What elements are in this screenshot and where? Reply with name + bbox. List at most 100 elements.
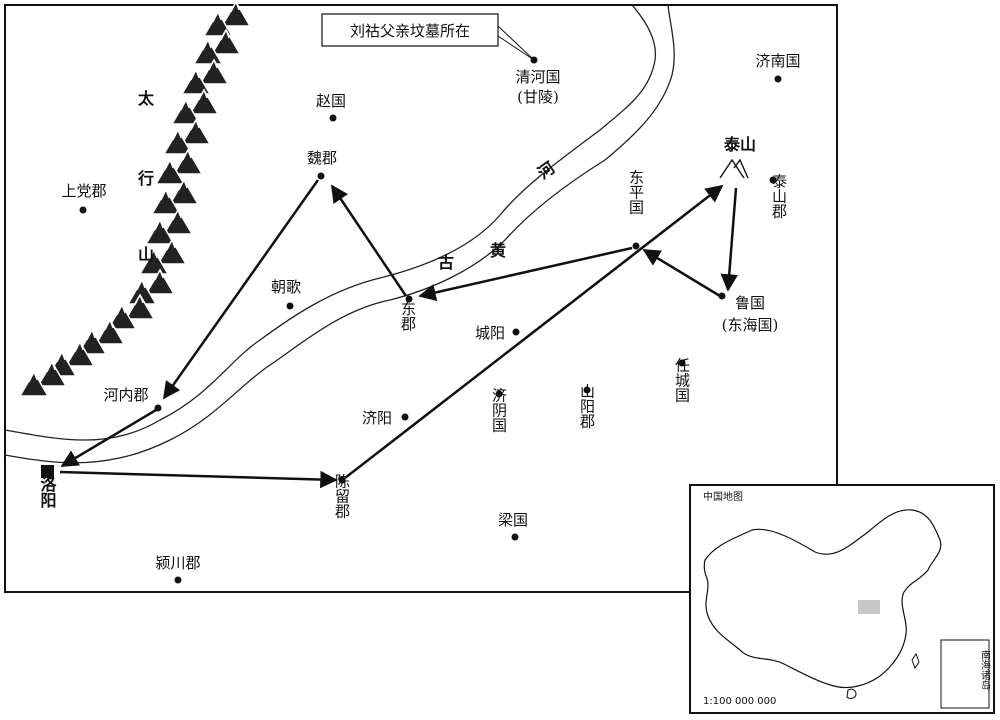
dot-wei [317, 172, 325, 180]
label-taihang-3: 山 [138, 245, 154, 264]
mountain-snow-line [160, 188, 170, 201]
dot-dongping [632, 242, 640, 250]
mountain-snow-line [46, 360, 56, 373]
place-labels: 清河国 (甘陵) 赵国 魏郡 上党郡 朝歌 东平国 济南国 泰山 泰山郡 鲁国 … [38, 52, 801, 572]
label-river-2: 黄 [490, 241, 506, 260]
mountain-peak-icon [138, 248, 170, 275]
dot-taishan-jun [769, 176, 777, 184]
mountain-peak-icon [144, 218, 176, 245]
dot-chenliu [338, 476, 346, 484]
label-zhaoge: 朝歌 [271, 278, 301, 296]
mountain-snow-line [212, 10, 222, 23]
mountain-peak-icon [180, 118, 212, 145]
mountain-snow-line [172, 208, 182, 221]
label-taihang-1: 太 [137, 89, 155, 108]
mountain-peak-icon [144, 268, 176, 295]
mountain-snow-line [172, 128, 182, 141]
dot-rencheng [678, 359, 686, 367]
mountain-peak-icon [162, 208, 194, 235]
label-lu: 鲁国 [735, 294, 765, 312]
route-arrows [59, 179, 738, 489]
mountain-peak-icon [18, 370, 50, 397]
mountain-snow-line [166, 238, 176, 251]
mountain-peak-icon [94, 318, 126, 345]
dot-henei [154, 404, 162, 412]
mountain-snow-line [74, 340, 84, 353]
taishan-peak-icon [719, 158, 749, 179]
inset-title: 中国地图 [703, 490, 743, 503]
label-taishan-jun: 泰山郡 [770, 174, 788, 219]
label-jinan: 济南国 [755, 52, 800, 70]
dot-dong [405, 295, 413, 303]
label-dongping: 东平国 [627, 170, 645, 215]
label-dong: 东郡 [399, 301, 417, 331]
route-lu-to-dongping [642, 248, 721, 298]
mountain-peak-icon [36, 360, 68, 387]
label-shangdang: 上党郡 [61, 182, 106, 200]
label-shanyang: 山阳郡 [578, 384, 596, 429]
mountain-snow-line [134, 293, 144, 306]
mountain-snow-line [178, 178, 188, 191]
mountain-snow-line [136, 278, 146, 291]
route-chenliu-to-taishan [344, 184, 724, 479]
mountain-peak-icon [180, 68, 212, 95]
mountain-snow-line [154, 268, 164, 281]
mountain-peak-icon [124, 293, 156, 320]
label-henei: 河内郡 [103, 386, 148, 404]
mountain-snow-line [182, 148, 192, 161]
label-taishan: 泰山 [723, 135, 756, 154]
mountain-peak-icon [220, 0, 252, 27]
dot-jiyin [495, 390, 503, 398]
route-taishan-to-lu [720, 187, 738, 292]
dot-jinan [774, 75, 782, 83]
callout-pointer-line [497, 25, 535, 61]
label-qinghe-sub: (甘陵) [517, 88, 559, 106]
label-lu-sub: (东海国) [722, 316, 779, 334]
dot-qinghe [530, 56, 538, 64]
label-taihang-2: 行 [137, 169, 154, 188]
south-sea-label: 南海诸岛 [979, 649, 991, 691]
dot-yingchuan [174, 576, 182, 584]
label-chenliu: 陈留郡 [333, 473, 351, 519]
mountain-snow-line [202, 38, 212, 51]
label-chengyang: 城阳 [475, 324, 505, 342]
dot-jiyang [401, 413, 409, 421]
mountain-peak-icon [162, 128, 194, 155]
inset-china-map: 中国地图 南海诸岛 1:100 000 000 [689, 484, 995, 714]
label-jiyang: 济阳 [362, 409, 392, 427]
mountain-snow-line [180, 98, 190, 111]
dot-shangdang [79, 206, 87, 214]
mountain-snow-line [56, 350, 66, 363]
label-luoyang: 洛阳 [38, 475, 57, 509]
route-wei-to-henei [162, 179, 320, 400]
hainan-island [846, 688, 857, 699]
mountain-peak-icon [198, 58, 230, 85]
label-qinghe: 清河国 [515, 68, 560, 86]
location-dots [41, 56, 782, 584]
taiwan-island [911, 652, 920, 670]
mountain-peak-icon [168, 178, 200, 205]
label-wei: 魏郡 [307, 149, 337, 167]
dot-liang [511, 533, 519, 541]
route-dongping-to-dong [418, 246, 633, 302]
capital-marker-luoyang [41, 465, 54, 478]
tomb-callout: 刘祜父亲坟墓所在 [321, 13, 535, 61]
callout-text: 刘祜父亲坟墓所在 [350, 22, 470, 40]
mountain-peak-icon [210, 28, 242, 55]
mountain-peak-icon [150, 188, 182, 215]
mountain-snow-line [208, 58, 218, 71]
china-outline [703, 509, 942, 689]
route-luoyang-to-chenliu [59, 470, 338, 489]
mountain-peak-icon [106, 303, 138, 330]
south-sea-box [940, 639, 990, 709]
dot-zhaoge [286, 302, 294, 310]
mountain-snow-line [164, 158, 174, 171]
mountain-snow-line [190, 118, 200, 131]
mountain-peak-icon [76, 328, 108, 355]
mountain-snow-line [148, 248, 158, 261]
route-henei-to-luoyang [60, 408, 157, 468]
label-liang: 梁国 [498, 511, 528, 529]
dot-chengyang [512, 328, 520, 336]
route-dong-to-wei [330, 184, 408, 297]
